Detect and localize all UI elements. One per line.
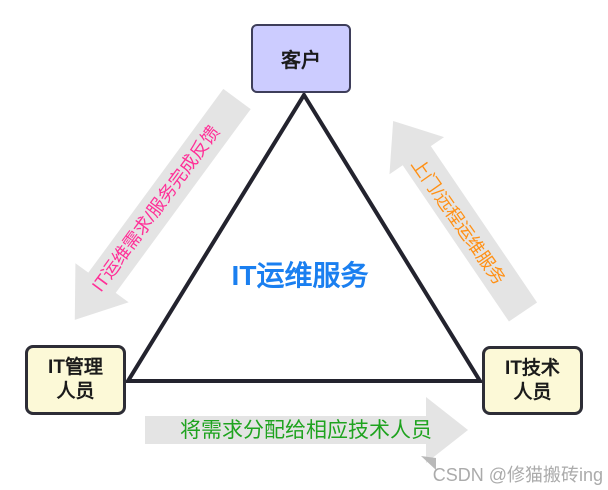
- it-manager-label-line1: IT管理: [48, 357, 103, 378]
- it-technician-label-line1: IT技术: [505, 357, 560, 379]
- it-manager-node: IT管理 人员: [25, 345, 126, 415]
- it-technician-label-line2: 人员: [513, 381, 552, 403]
- watermark-triangle-icon: [421, 456, 436, 470]
- it-technician-node: IT技术 人员: [482, 346, 583, 415]
- it-manager-label-line2: 人员: [56, 381, 95, 402]
- watermark-text: CSDN @修猫搬砖ing: [432, 465, 603, 485]
- arrow-customer-to-manager-icon: [74, 88, 251, 320]
- triangle-shape: [124, 91, 484, 383]
- arrow-manager-to-technician-icon: [145, 397, 468, 463]
- customer-label: 客户: [281, 50, 321, 72]
- arrow-label-assign: 将需求分配给相应技术人员: [180, 419, 432, 442]
- diagram-title: IT运维服务: [231, 260, 369, 291]
- arrow-technician-to-customer-icon: [389, 120, 538, 322]
- customer-node: 客户: [251, 24, 351, 93]
